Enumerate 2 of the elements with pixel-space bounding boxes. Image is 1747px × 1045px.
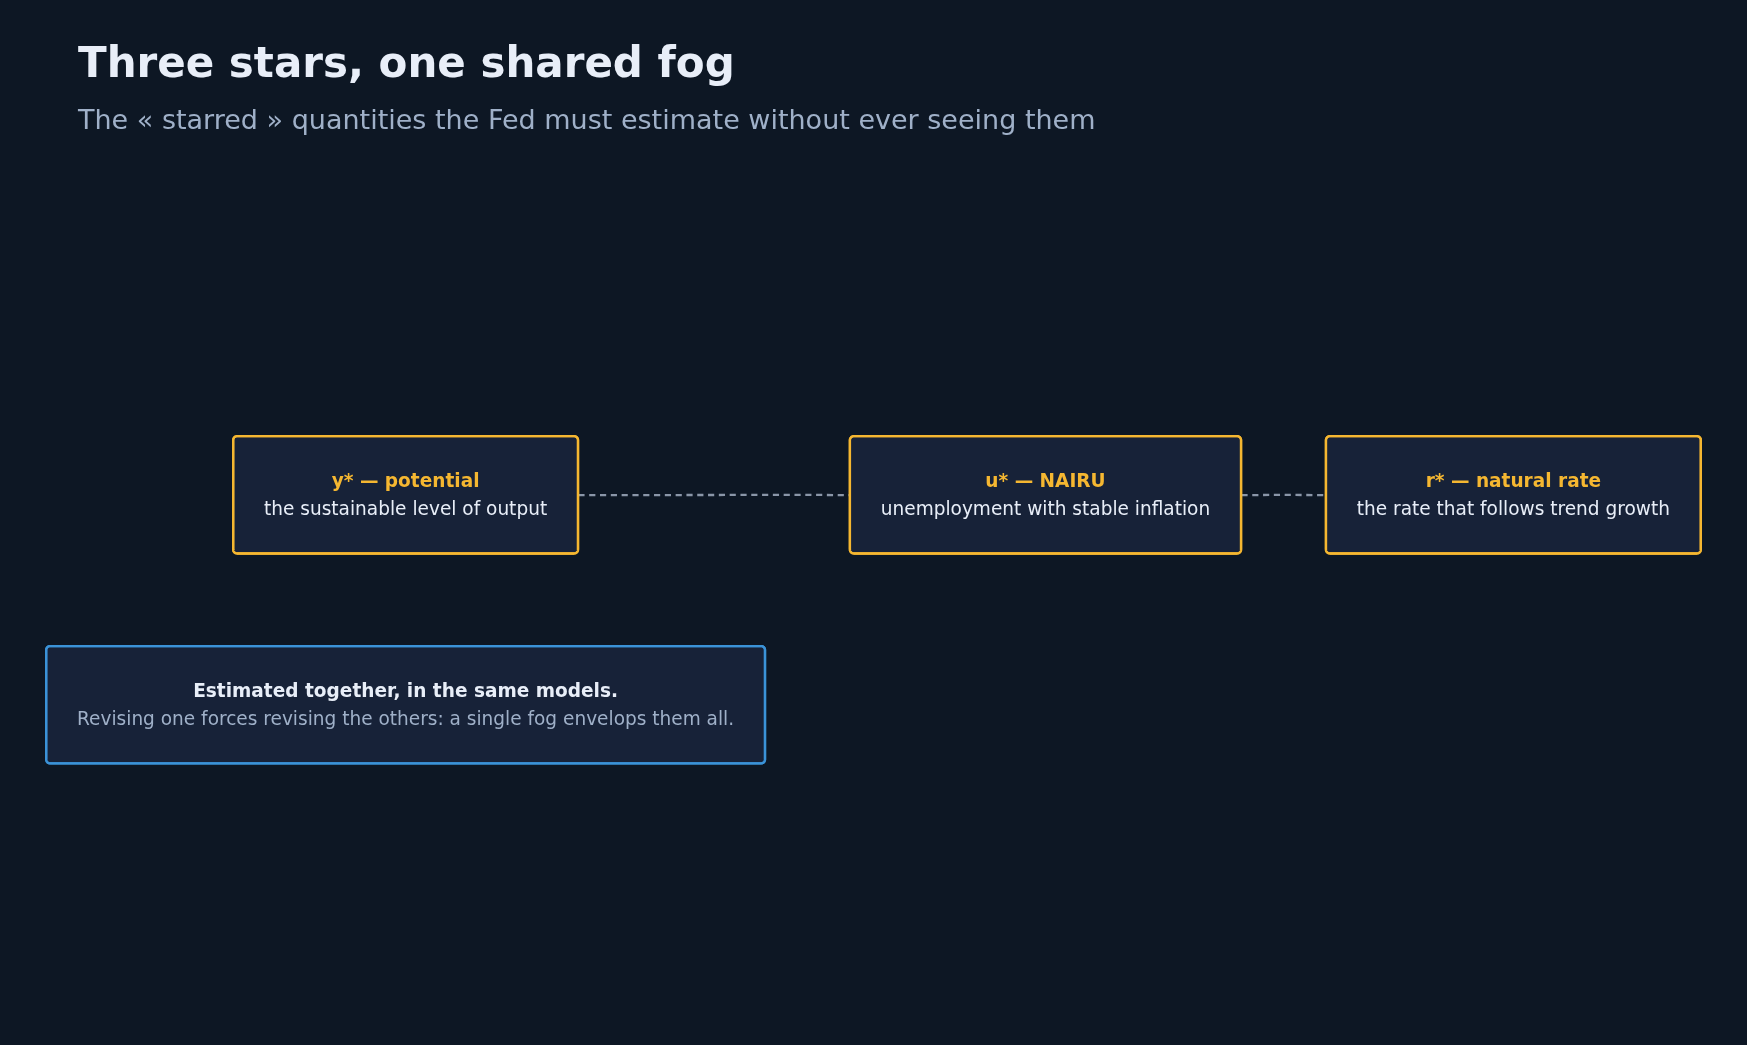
title: Three stars, one shared fog — [78, 38, 735, 87]
subtitle: The « starred » quantities the Fed must estimate without ever seeing them — [78, 104, 1096, 135]
